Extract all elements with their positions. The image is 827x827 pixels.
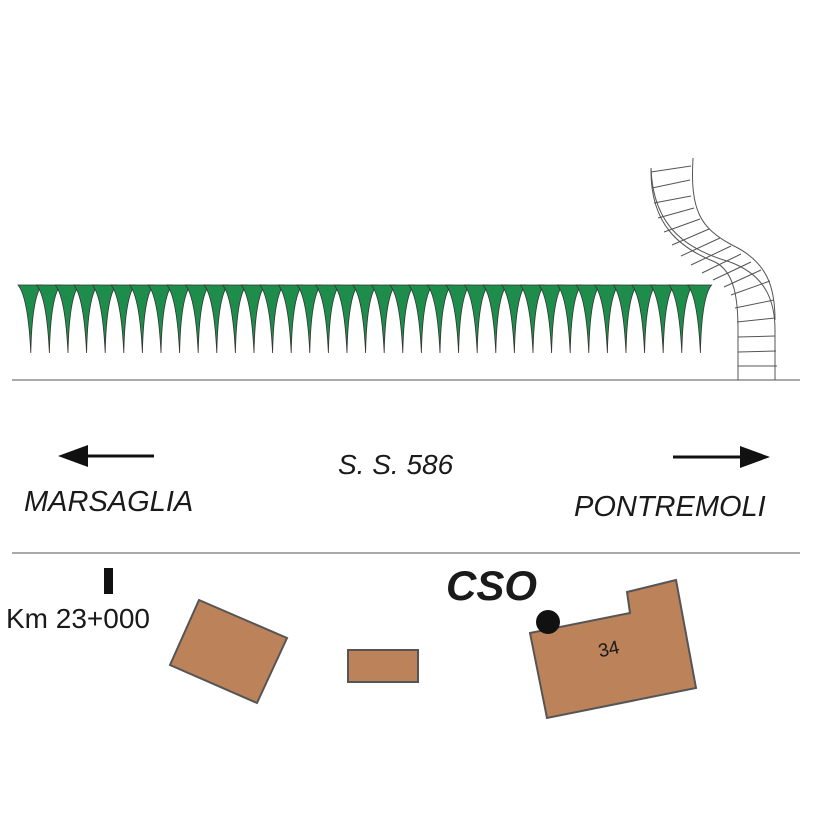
stair-step	[690, 245, 732, 266]
tree-icon	[426, 284, 453, 354]
tree-icon	[612, 284, 639, 354]
tree-icon	[463, 284, 490, 354]
tree-icon	[203, 284, 229, 354]
tree-icon	[165, 284, 192, 354]
tree-icon	[407, 284, 434, 354]
destination-left: MARSAGLIA	[24, 486, 193, 518]
stair-step	[737, 350, 777, 353]
tree-icon	[314, 284, 341, 354]
tree-icon	[575, 284, 601, 354]
tree-icon	[91, 284, 118, 354]
stair-step	[712, 261, 752, 281]
tree-row	[17, 284, 713, 354]
stair-step	[653, 195, 692, 204]
stair-step	[723, 269, 762, 288]
tree-icon	[128, 284, 155, 354]
building	[528, 578, 698, 720]
tree-icon	[649, 284, 676, 354]
tree-icon	[110, 284, 136, 354]
tree-icon	[351, 284, 378, 354]
tree-icon	[35, 284, 62, 354]
building-number: 34	[596, 637, 621, 662]
arrow-right-icon	[673, 446, 770, 468]
stair-step	[663, 218, 701, 233]
tree-icon	[630, 284, 657, 354]
km-marker-post	[104, 568, 113, 594]
tree-icon	[72, 284, 99, 354]
km-marker-label: Km 23+000	[6, 603, 150, 634]
tree-icon	[333, 284, 360, 354]
stair-step	[651, 179, 691, 189]
tree-icon	[184, 284, 211, 354]
tree-icon	[556, 284, 583, 354]
stair-step	[737, 335, 776, 338]
stair-step	[736, 317, 776, 323]
stair-step	[657, 207, 695, 219]
tree-icon	[370, 284, 397, 354]
site-label: CSO	[446, 562, 537, 609]
building	[168, 598, 289, 705]
stair-step	[701, 253, 742, 274]
stair-step	[671, 228, 710, 246]
stair-step	[680, 237, 721, 257]
building	[347, 649, 419, 683]
tree-icon	[147, 284, 174, 354]
tree-icon	[221, 284, 248, 354]
tree-icon	[17, 284, 43, 354]
tree-icon	[277, 284, 304, 354]
stair-step	[730, 280, 771, 296]
tree-icon	[593, 284, 620, 354]
arrow-left-icon	[58, 445, 154, 467]
tree-icon	[444, 284, 471, 354]
site-marker-icon	[536, 610, 560, 634]
tree-icon	[240, 284, 267, 354]
tree-icon	[686, 284, 713, 354]
tree-icon	[500, 284, 527, 354]
stair-step	[734, 299, 775, 309]
tree-icon	[258, 284, 285, 354]
tree-icon	[389, 284, 415, 354]
tree-icon	[296, 284, 322, 354]
stair-step	[650, 165, 692, 173]
tree-icon	[537, 284, 564, 354]
road-name: S. S. 586	[338, 449, 454, 480]
staircase-path	[650, 157, 777, 380]
tree-icon	[519, 284, 546, 354]
tree-icon	[482, 284, 508, 354]
destination-right: PONTREMOLI	[574, 491, 766, 523]
tree-icon	[668, 284, 694, 354]
tree-icon	[54, 284, 81, 354]
